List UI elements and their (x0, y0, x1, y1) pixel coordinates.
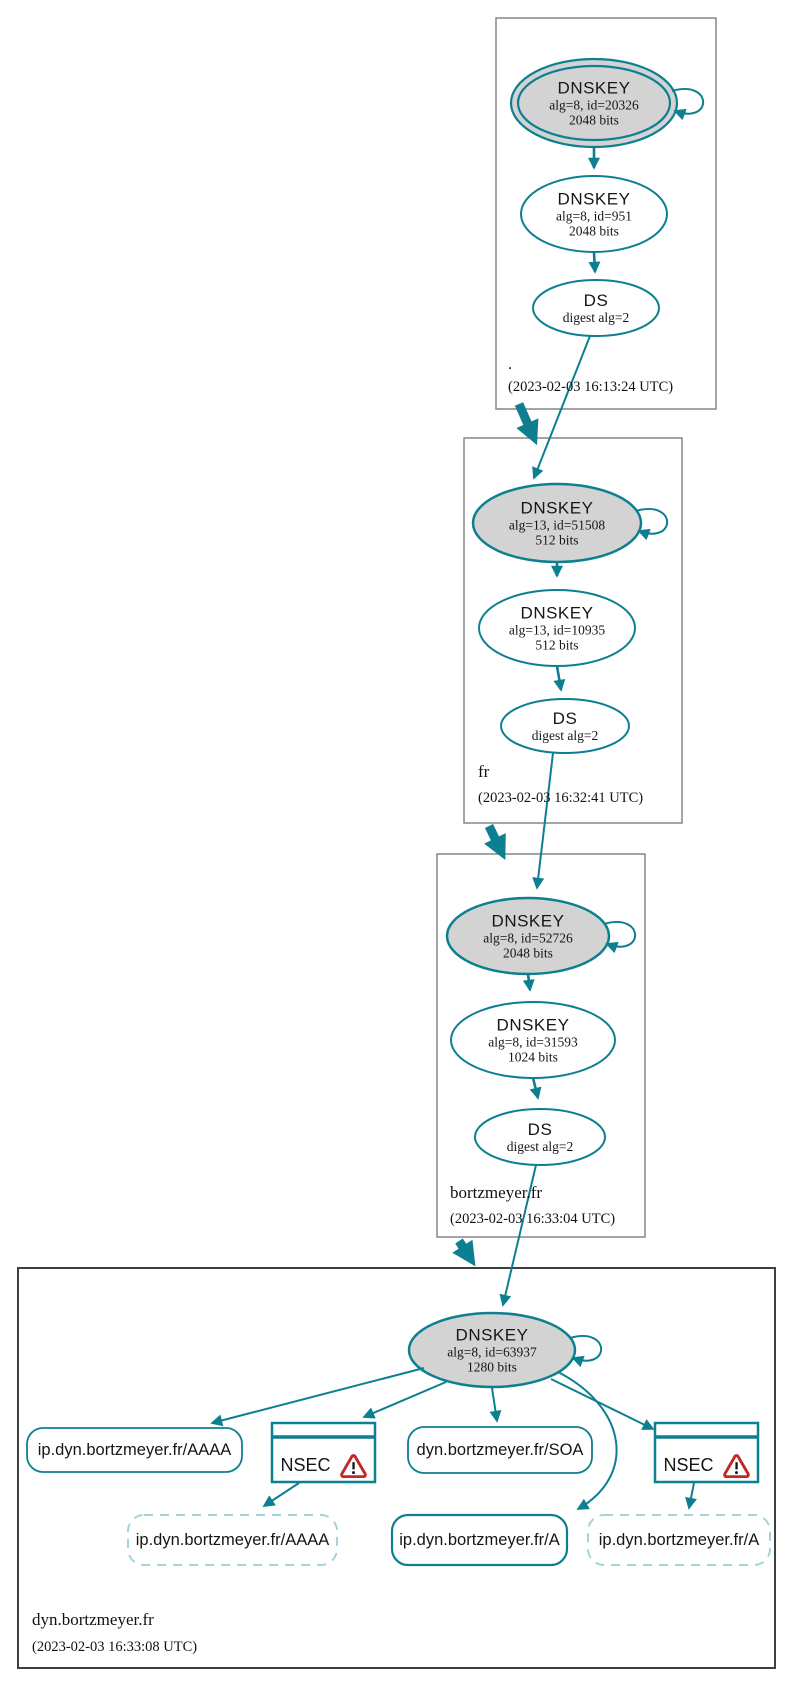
node-title: DNSKEY (455, 1325, 529, 1345)
node-bits: 512 bits (535, 532, 579, 548)
node-bits: 1024 bits (508, 1049, 558, 1065)
edge-nsec-left-to-aaaa-neg (262, 1482, 300, 1507)
rrset-label: ip.dyn.bortzmeyer.fr/AAAA (37, 1440, 232, 1459)
node-bits: 512 bits (535, 637, 579, 653)
node-detail: digest alg=2 (506, 1139, 574, 1154)
edge-fr-ds-to-bortzmeyer-ksk (532, 752, 554, 890)
node-detail: alg=8, id=52726 (483, 930, 573, 946)
edge-bortzmeyer-ksk-to-zsk (522, 973, 535, 992)
node-bortzmeyer-ksk[interactable]: DNSKEY alg=8, id=52726 2048 bits (483, 912, 572, 961)
nsec-node-left[interactable]: NSEC (272, 1423, 375, 1495)
node-fr-zsk[interactable]: DNSKEY alg=13, id=10935 512 bits (509, 604, 605, 653)
node-title: DNSKEY (520, 603, 594, 623)
node-title: DNSKEY (520, 498, 594, 518)
root-ksk-self-loop (671, 88, 705, 121)
edge-bortzmeyer-ds-to-dyn-dnskey (499, 1164, 537, 1307)
edge-bortzmeyer-zsk-to-ds (529, 1077, 542, 1100)
node-title: DS (527, 1120, 553, 1139)
rrset-a-box (390, 1513, 569, 1567)
edge-root-ds-to-fr-ksk (532, 335, 591, 480)
node-root-zsk[interactable]: DNSKEY alg=8, id=951 2048 bits (556, 190, 632, 239)
root-ds-ellipse (532, 279, 660, 337)
zone-box-fr (463, 437, 683, 824)
fr-ksk-self-loop (635, 508, 669, 541)
rrset-a[interactable]: ip.dyn.bortzmeyer.fr/A (392, 1515, 567, 1565)
rrset-soa-box (407, 1426, 593, 1474)
rrset-a-neg-box (587, 1514, 771, 1566)
edge-dnskey-to-aaaa (210, 1367, 425, 1427)
zone-label-bortzmeyer-fr: bortzmeyer.fr (450, 1183, 543, 1202)
edge-dnskey-to-a (557, 1371, 618, 1510)
rrset-aaaa-box (26, 1427, 243, 1473)
node-detail: alg=13, id=51508 (508, 517, 606, 533)
delegation-arrow-fr-to-bortzmeyer (484, 824, 506, 861)
nsec-node-right[interactable]: NSEC (655, 1423, 758, 1495)
rrset-label: ip.dyn.bortzmeyer.fr/AAAA (135, 1530, 330, 1549)
rrset-label: dyn.bortzmeyer.fr/SOA (416, 1440, 584, 1459)
rrset-aaaa-neg-box (127, 1514, 338, 1566)
zone-timestamp-fr: (2023-02-03 16:32:41 UTC) (478, 790, 644, 806)
node-detail: alg=8, id=31593 (488, 1034, 578, 1050)
node-bortzmeyer-zsk[interactable]: DNSKEY alg=8, id=31593 1024 bits (488, 1016, 577, 1065)
zone-box-root (495, 17, 717, 410)
node-bits: 1280 bits (467, 1359, 517, 1375)
edge-dnskey-to-nsec-right (550, 1378, 655, 1430)
rrset-soa[interactable]: dyn.bortzmeyer.fr/SOA (408, 1427, 592, 1473)
delegation-arrow-bortzmeyer-to-dyn (452, 1238, 476, 1267)
edge-nsec-right-to-a-neg (685, 1482, 697, 1510)
nsec-label: NSEC (280, 1455, 331, 1475)
fr-ds-ellipse (500, 698, 630, 754)
root-ksk-ellipse-inner (516, 64, 672, 142)
zone-label-root: . (508, 356, 512, 373)
rrset-aaaa-negative[interactable]: ip.dyn.bortzmeyer.fr/AAAA (128, 1515, 337, 1565)
node-title: DS (583, 291, 609, 310)
delegation-arrow-root-to-fr (514, 402, 539, 446)
bortzmeyer-ds-ellipse (474, 1108, 606, 1166)
node-detail: alg=8, id=20326 (549, 97, 639, 113)
node-title: DNSKEY (557, 78, 631, 98)
edge-root-zsk-to-ds (588, 251, 601, 274)
node-fr-ksk[interactable]: DNSKEY alg=13, id=51508 512 bits (509, 499, 605, 548)
rrset-a-negative[interactable]: ip.dyn.bortzmeyer.fr/A (588, 1515, 770, 1565)
zone-box-dyn-bortzmeyer-fr (17, 1267, 776, 1669)
nsec-label: NSEC (663, 1455, 714, 1475)
zone-timestamp-dyn-bortzmeyer-fr: (2023-02-03 16:33:08 UTC) (32, 1639, 198, 1655)
node-title: DNSKEY (496, 1015, 570, 1035)
node-bortzmeyer-ds[interactable]: DS digest alg=2 (507, 1120, 573, 1154)
node-root-ksk[interactable]: DNSKEY alg=8, id=20326 2048 bits (549, 79, 638, 128)
node-detail: alg=8, id=63937 (447, 1344, 537, 1360)
node-dyn-dnskey[interactable]: DNSKEY alg=8, id=63937 1280 bits (447, 1326, 536, 1375)
node-root-ds[interactable]: DS digest alg=2 (563, 291, 629, 325)
rrset-label: ip.dyn.bortzmeyer.fr/A (598, 1530, 760, 1549)
node-fr-ds[interactable]: DS digest alg=2 (532, 709, 598, 743)
node-detail: digest alg=2 (562, 310, 630, 325)
dyn-dnskey-self-loop (569, 1335, 603, 1368)
dyn-dnskey-ellipse (407, 1311, 577, 1389)
zone-timestamp-bortzmeyer-fr: (2023-02-03 16:33:04 UTC) (450, 1211, 616, 1227)
zone-timestamp-root: (2023-02-03 16:13:24 UTC) (508, 379, 674, 395)
zone-label-fr: fr (478, 762, 490, 781)
node-title: DS (552, 709, 578, 728)
node-detail: alg=8, id=951 (556, 208, 632, 224)
node-detail: digest alg=2 (531, 728, 599, 743)
rrset-label: ip.dyn.bortzmeyer.fr/A (399, 1530, 560, 1549)
node-detail: alg=13, id=10935 (508, 622, 606, 638)
edge-fr-zsk-to-ds (553, 665, 566, 692)
edge-dnskey-to-soa (489, 1387, 502, 1423)
zone-label-dyn-bortzmeyer-fr: dyn.bortzmeyer.fr (32, 1610, 154, 1629)
rrset-aaaa[interactable]: ip.dyn.bortzmeyer.fr/AAAA (27, 1428, 242, 1472)
node-bits: 2048 bits (503, 945, 553, 961)
node-title: DNSKEY (557, 189, 631, 209)
node-bits: 2048 bits (569, 223, 619, 239)
node-title: DNSKEY (491, 911, 565, 931)
node-bits: 2048 bits (569, 112, 619, 128)
bortzmeyer-ksk-self-loop (603, 921, 637, 954)
warning-icon (339, 1453, 367, 1478)
edge-dnskey-to-nsec-left (362, 1381, 447, 1419)
warning-icon (722, 1453, 750, 1478)
